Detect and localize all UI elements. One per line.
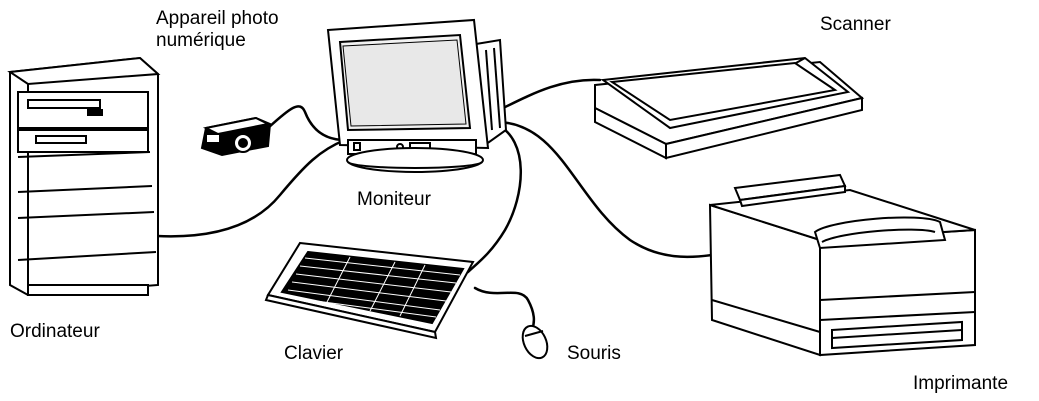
cable-monitor-printer (494, 120, 714, 259)
monitor-label: Moniteur (357, 189, 431, 210)
cable-monitor-keyboard (466, 122, 522, 274)
computer-tower (7, 56, 161, 297)
mouse-label: Souris (567, 343, 621, 364)
scanner-label: Scanner (820, 14, 891, 35)
camera-label-line1: Appareil photo (156, 8, 279, 29)
keyboard (264, 241, 475, 340)
monitor (326, 18, 508, 173)
camera-label: Appareil photo numérique (156, 8, 356, 52)
computer-label: Ordinateur (10, 321, 100, 342)
cables (155, 78, 714, 332)
keyboard-label: Clavier (284, 343, 344, 364)
cable-monitor-scanner (493, 78, 602, 114)
cable-keyboard-mouse (473, 286, 536, 332)
scanner (594, 56, 865, 160)
digital-camera (200, 116, 272, 157)
cable-computer-monitor (155, 138, 347, 238)
printer-label: Imprimante (913, 373, 1009, 394)
cable-camera-monitor (266, 105, 347, 142)
camera-label-line2: numérique (156, 30, 246, 51)
printer (708, 173, 976, 357)
mouse (521, 324, 549, 360)
